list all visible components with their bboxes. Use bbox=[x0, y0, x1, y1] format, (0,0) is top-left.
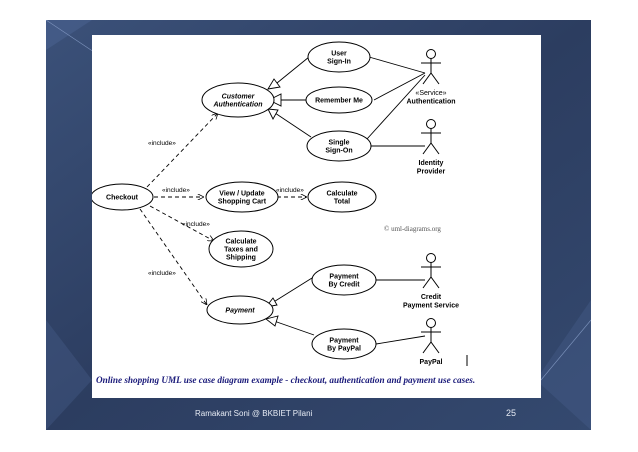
use-case-ellipse bbox=[311, 264, 377, 296]
use-case-label: Shopping Cart bbox=[218, 199, 267, 206]
use-case-checkout: Checkout bbox=[92, 183, 154, 211]
use-case-remember-me: Remember Me bbox=[305, 86, 373, 114]
use-case-ellipse bbox=[206, 295, 274, 325]
actor-stick-figure-icon bbox=[421, 49, 441, 85]
actor-layer: «Service» AuthenticationIdentityProviderC… bbox=[403, 49, 459, 366]
use-case-ellipse bbox=[205, 181, 279, 213]
actor-label: Identity bbox=[419, 160, 444, 167]
use-case-ellipse bbox=[208, 230, 274, 268]
use-case-label: Payment bbox=[329, 273, 359, 280]
use-case-payment: Payment bbox=[206, 295, 274, 325]
use-case-label: Customer bbox=[222, 93, 256, 100]
relationship-lines bbox=[139, 56, 426, 345]
use-case-ellipse bbox=[306, 130, 372, 162]
actor-paypal: PayPal bbox=[420, 318, 443, 366]
use-case-label: Authentication bbox=[213, 102, 263, 109]
use-case-label: Shipping bbox=[226, 255, 256, 262]
use-case-ellipse bbox=[311, 328, 377, 360]
use-case-label: Total bbox=[334, 199, 350, 206]
use-case-label: Sign-In bbox=[327, 59, 351, 66]
use-case-ellipse bbox=[92, 183, 154, 211]
use-case-ellipse bbox=[305, 86, 373, 114]
actor-stick-figure-icon bbox=[421, 119, 441, 155]
use-case-label: View / Update bbox=[219, 190, 264, 197]
actor-stick-figure-icon bbox=[421, 253, 441, 289]
footer-author: Ramakant Soni @ BKBIET Pilani bbox=[195, 409, 313, 418]
actor-stick-figure-icon bbox=[421, 318, 441, 354]
use-case-label: Payment bbox=[225, 308, 255, 315]
use-case-ellipse bbox=[307, 181, 377, 213]
include-label-payment: «include» bbox=[148, 270, 176, 277]
watermark: © uml-diagrams.org bbox=[384, 225, 441, 233]
include-label-taxes: «include» bbox=[182, 221, 210, 228]
use-case-label: By PayPal bbox=[327, 346, 361, 353]
include-labels: «include» «include» «include» «include» … bbox=[148, 140, 304, 277]
use-case-label: Taxes and bbox=[224, 247, 258, 254]
use-case-payment-by-paypal: Payment By PayPal bbox=[311, 328, 377, 360]
use-case-label: User bbox=[331, 50, 347, 57]
use-case-label: Sign-On bbox=[325, 148, 352, 155]
use-case-label: By Credit bbox=[328, 282, 360, 289]
use-case-label: Calculate bbox=[326, 190, 357, 197]
include-label-total: «include» bbox=[276, 187, 304, 194]
actor-authentication: «Service» Authentication bbox=[407, 49, 456, 106]
actor-label: Credit bbox=[421, 294, 442, 301]
actor-label: «Service» bbox=[415, 90, 446, 97]
footer-page-number: 25 bbox=[506, 408, 517, 418]
use-case-label: Remember Me bbox=[315, 98, 363, 105]
diagram-caption: Online shopping UML use case diagram exa… bbox=[96, 375, 476, 385]
actor-label: Provider bbox=[417, 169, 446, 176]
actor-label: PayPal bbox=[420, 359, 443, 366]
actor-label: Payment Service bbox=[403, 303, 459, 310]
include-label-cart: «include» bbox=[162, 187, 190, 194]
use-case-ellipse bbox=[201, 82, 275, 118]
use-case-label: Checkout bbox=[106, 195, 139, 202]
actor-label: Authentication bbox=[407, 99, 456, 106]
use-case-label: Calculate bbox=[225, 238, 256, 245]
use-case-payment-by-credit: Payment By Credit bbox=[311, 264, 377, 296]
use-case-ellipse bbox=[307, 41, 371, 73]
use-case-label: Single bbox=[328, 139, 349, 146]
include-label-auth: «include» bbox=[148, 140, 176, 147]
use-case-label: Payment bbox=[329, 337, 359, 344]
